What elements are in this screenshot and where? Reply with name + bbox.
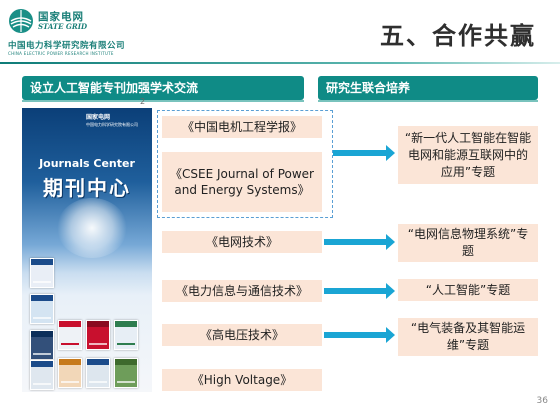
section-banner-special-issues: 设立人工智能专刊加强学术交流 (22, 76, 304, 102)
journal-high-voltage-engineering: 《高电压技术》 (162, 324, 322, 346)
section-banner-graduate-training: 研究生联合培养 (318, 76, 538, 102)
section-banner-special-issues-label: 设立人工智能专刊加强学术交流 (30, 81, 199, 95)
banner-underline (22, 100, 304, 102)
journal-csee-proceedings: 《中国电机工程学报》 (162, 116, 322, 138)
journal-group-dashed-outline (157, 110, 333, 218)
journal-high-voltage: 《High Voltage》 (162, 369, 322, 391)
journal-thumbnail (30, 294, 54, 324)
banner-underline (318, 100, 538, 102)
institute-name-cn: 中国电力科学研究院有限公司 (8, 41, 126, 51)
journal-thumbnail (114, 320, 138, 350)
arrow-right-icon (324, 234, 395, 250)
topic-cyber-physical-grid: “电网信息物理系统”专题 (398, 224, 538, 262)
section-banner-graduate-training-label: 研究生联合培养 (326, 81, 411, 95)
cover-publisher-line-1: 国家电网 (86, 114, 111, 121)
arrow-right-icon (324, 283, 395, 299)
state-grid-logo-icon (9, 9, 33, 33)
arrow-right-icon (333, 145, 395, 161)
cover-qikan-title: 期刊中心 (43, 176, 131, 200)
page-number: 36 (536, 396, 548, 406)
page-title: 五、合作共赢 (380, 22, 536, 50)
journal-thumbnail (30, 258, 54, 288)
journal-csee-jpes: 《CSEE Journal of Power and Energy System… (162, 152, 322, 212)
journal-thumbnail (58, 358, 82, 388)
cover-publisher-text: 国家电网 中国电力科学研究院有限公司 (86, 114, 138, 128)
cover-sky-glow (57, 198, 127, 258)
topic-electrical-equipment-om: “电气装备及其智能运维”专题 (398, 318, 538, 356)
topic-artificial-intelligence: “人工智能”专题 (398, 279, 538, 301)
topic-new-generation-ai: “新一代人工智能在智能电网和能源互联网中的应用”专题 (398, 126, 538, 184)
journal-thumbnail (30, 360, 54, 390)
cover-side-mark: 2 (140, 97, 146, 106)
org-name-cn: 国家电网 (38, 11, 84, 23)
header-divider (0, 62, 560, 64)
journal-thumbnail (58, 320, 82, 350)
journal-thumbnail (114, 358, 138, 388)
cover-publisher-line-2: 中国电力科学研究院有限公司 (86, 122, 138, 127)
journal-thumbnail (86, 358, 110, 388)
journals-center-cover-image: 国家电网 中国电力科学研究院有限公司 Journals Center 期刊中心 (22, 108, 152, 392)
org-name-en: STATE GRID (38, 22, 88, 31)
journal-thumbnail (86, 320, 110, 350)
institute-name-en: CHINA ELECTRIC POWER RESEARCH INSTITUTE (8, 51, 114, 56)
journal-thumbnail (30, 330, 54, 360)
arrow-right-icon (324, 327, 395, 343)
cover-journals-center-text: Journals Center (39, 157, 135, 170)
journal-electric-power-ict: 《电力信息与通信技术》 (162, 280, 322, 302)
journal-power-system-technology: 《电网技术》 (162, 231, 322, 253)
